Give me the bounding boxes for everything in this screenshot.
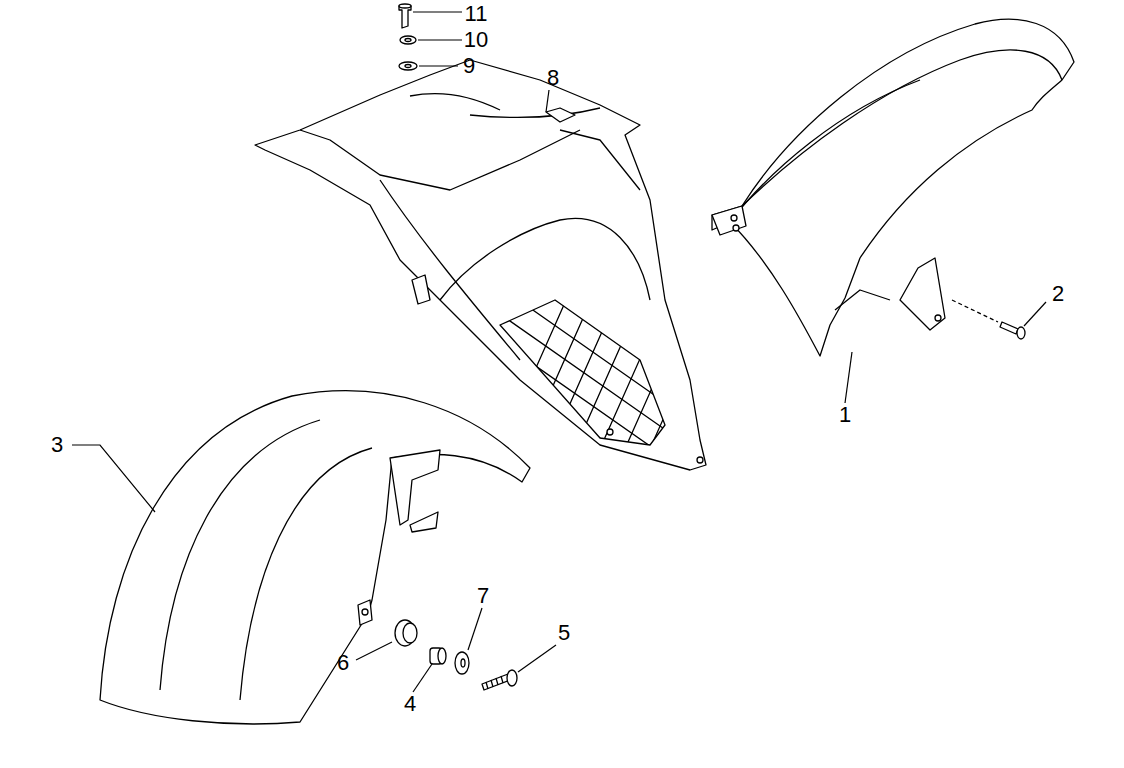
leader-lines xyxy=(72,12,1046,692)
callout-number: 5 xyxy=(556,621,572,645)
screw-bottom xyxy=(482,670,517,690)
callout-number: 7 xyxy=(475,584,491,608)
front-cover xyxy=(255,60,725,500)
rear-fender xyxy=(712,19,1074,356)
grommet xyxy=(395,620,417,646)
front-fender xyxy=(100,391,530,724)
callout-number: 3 xyxy=(49,433,65,457)
callout-number: 10 xyxy=(462,28,490,52)
spacer xyxy=(430,648,446,664)
callout-number: 2 xyxy=(1050,282,1066,306)
washer-bottom xyxy=(455,652,469,674)
callout-number: 6 xyxy=(335,651,351,675)
washer-top xyxy=(399,36,417,70)
callout-number: 11 xyxy=(463,2,490,26)
callout-number: 4 xyxy=(402,692,418,716)
screw-rear xyxy=(952,300,1025,339)
callout-number: 9 xyxy=(461,54,477,78)
screw-top xyxy=(399,4,411,28)
callout-number: 8 xyxy=(545,66,561,90)
callout-number: 1 xyxy=(837,403,853,427)
